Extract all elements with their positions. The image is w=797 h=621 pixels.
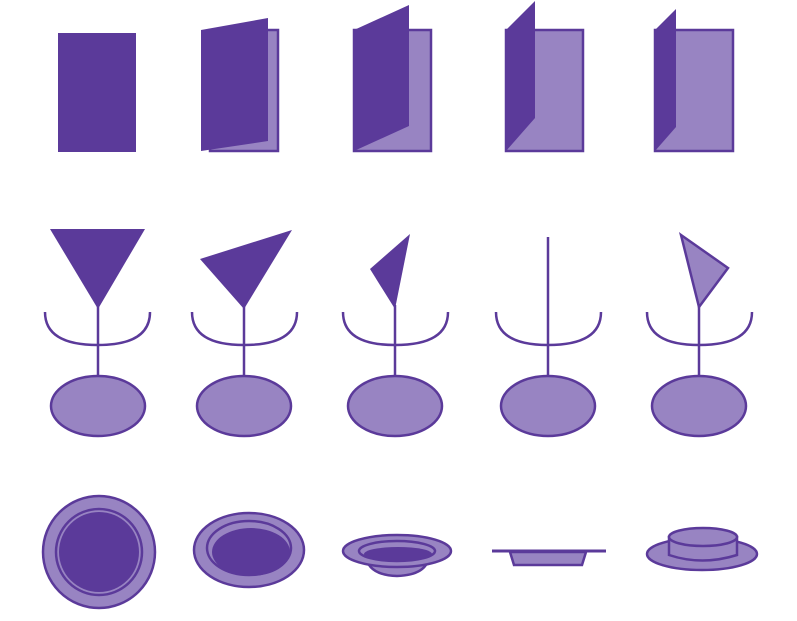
card-front-panel	[58, 33, 136, 152]
pin-base	[346, 374, 444, 438]
plate-frame-4	[492, 549, 606, 567]
pin-frame-4	[494, 237, 603, 438]
plate-frame-1	[41, 494, 157, 610]
plate-tilt-row	[41, 494, 759, 610]
card-frame-1	[58, 33, 136, 152]
pin-arc	[190, 311, 299, 347]
pin-arc	[645, 311, 754, 347]
pin-arc	[43, 311, 152, 347]
plate-well	[59, 512, 139, 592]
pin-flag	[200, 230, 292, 309]
plate-frame-5	[645, 526, 759, 572]
card-front-panel	[655, 9, 676, 151]
pin-rotation-row	[43, 229, 754, 438]
plate-well-ring	[54, 507, 144, 597]
pin-frame-1	[43, 229, 152, 438]
plate-frame-3	[341, 533, 453, 578]
pin-flag	[678, 232, 730, 310]
pin-flag	[370, 234, 410, 309]
pin-base	[499, 374, 597, 438]
plate-foot-top	[667, 526, 739, 548]
pin-frame-2	[190, 230, 299, 438]
card-frame-2	[201, 18, 280, 153]
pin-frame-5	[645, 232, 754, 438]
card-rotation-row	[58, 1, 735, 153]
pin-arc	[494, 311, 603, 347]
pin-base	[650, 374, 748, 438]
plate-underside	[508, 550, 588, 567]
pin-base	[49, 374, 147, 438]
card-frame-4	[504, 1, 585, 153]
pin-flag	[50, 229, 145, 309]
plate-well	[364, 547, 432, 561]
plate-well-ring	[357, 539, 437, 563]
card-frame-5	[653, 9, 735, 153]
card-frame-3	[352, 5, 433, 153]
pin-arc	[341, 311, 450, 347]
plate-well	[212, 528, 290, 576]
pin-base	[195, 374, 293, 438]
card-front-panel	[201, 18, 268, 151]
plate-frame-2	[192, 511, 306, 589]
pin-frame-3	[341, 234, 450, 438]
card-front-panel	[506, 1, 535, 151]
card-front-panel	[354, 5, 409, 151]
